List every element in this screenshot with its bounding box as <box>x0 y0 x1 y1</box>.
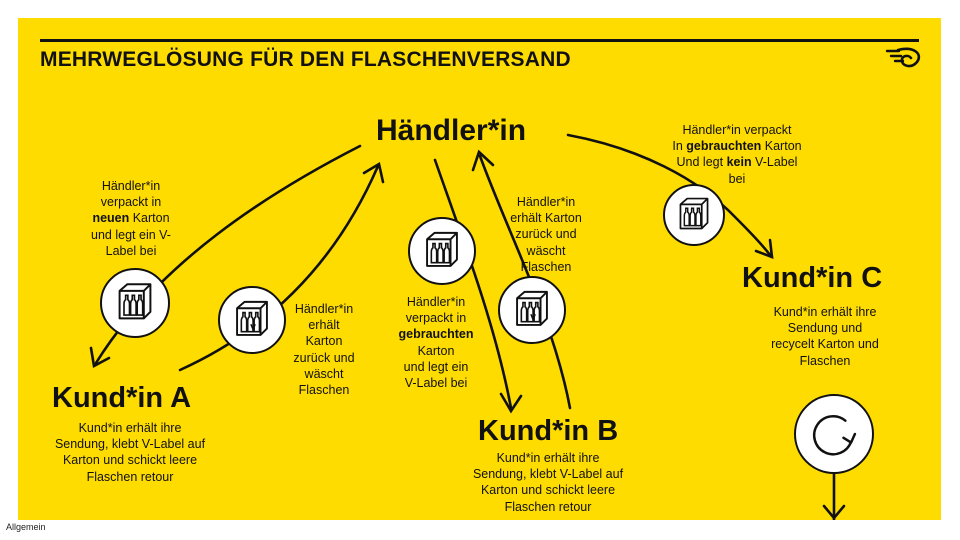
text-line: Händler*in <box>406 295 466 309</box>
text-line: Sendung, klebt V-Label auf <box>472 467 624 482</box>
bottle-box-icon <box>663 184 725 246</box>
text-line: Flaschen retour <box>504 499 592 514</box>
text-line: Kund*in erhält ihre <box>496 451 600 465</box>
footer-label: Allgemein <box>6 522 46 532</box>
text-line: Flaschen <box>799 353 851 368</box>
page-title: MEHRWEGLÖSUNG FÜR DEN FLASCHENVERSAND <box>40 48 571 71</box>
arrowhead-kunde-b <box>499 392 523 414</box>
node-kunde-b: Kund*in B <box>478 415 619 447</box>
bottle-box-v-label-icon <box>218 286 286 354</box>
text-line: Karton <box>305 334 343 349</box>
text-line: Kund*in erhält ihre <box>773 305 877 319</box>
slide: MEHRWEGLÖSUNG FÜR DEN FLASCHENVERSAND Hä… <box>18 18 941 520</box>
text-line: zurück und <box>293 350 355 365</box>
arrowhead-kunde-a <box>89 346 111 368</box>
recycle-icon <box>794 394 874 474</box>
text-line: Flaschen <box>520 259 572 274</box>
arrowhead-kunde-c <box>754 238 774 259</box>
text-line: Händler*in verpackt <box>682 123 792 137</box>
text-line: gebrauchten <box>398 327 474 342</box>
text-line: verpackt in <box>100 195 162 210</box>
text-line: Flaschen retour <box>86 469 174 484</box>
bottle-box-v-label-icon <box>498 276 566 344</box>
text-line: Sendung, klebt V-Label auf <box>54 437 206 452</box>
bottle-box-icon <box>100 268 170 338</box>
node-kunde-a: Kund*in A <box>52 382 192 414</box>
text-line: Händler*in <box>294 302 354 316</box>
text-line: Kund*in erhält ihre <box>78 421 182 435</box>
text-line: zurück und <box>515 227 577 242</box>
arrowhead-haendler-a <box>362 161 385 184</box>
text-line: und legt ein V- <box>91 227 171 242</box>
text-line: erhält <box>308 318 340 333</box>
text-line: Händler*in <box>101 179 161 193</box>
text-line: recycelt Karton und <box>771 337 879 352</box>
arrow-haendler-to-kunde-b <box>433 158 513 410</box>
text-line: wäscht <box>304 366 344 381</box>
text-line: In gebrauchten Karton <box>672 139 802 154</box>
arrowhead-recycle-down <box>822 504 846 520</box>
text-line: V-Label bei <box>404 376 468 391</box>
text-line: und legt ein <box>403 359 469 374</box>
title-rule <box>40 39 919 42</box>
post-horn-logo <box>884 46 924 72</box>
text-line: Karton <box>417 343 455 358</box>
node-kunde-c: Kund*in C <box>742 262 883 294</box>
text-line: Händler*in <box>516 195 576 209</box>
text-line: Karton und schickt leere <box>480 483 616 498</box>
note-c-out: Händler*in verpackt In gebrauchten Karton… <box>672 122 802 187</box>
node-haendler: Händler*in <box>376 114 527 147</box>
text-line: wäscht <box>526 243 566 258</box>
text-line: bei <box>728 171 746 186</box>
text-line: Karton und schickt leere <box>62 453 198 468</box>
text-line: erhält Karton <box>510 211 582 226</box>
text-line: Sendung und <box>787 321 863 336</box>
text-line: Und legt kein V-Label <box>676 155 798 170</box>
text-line: verpackt in <box>405 311 467 326</box>
text-line: Flaschen <box>298 383 350 398</box>
text-line: Label bei <box>105 243 157 258</box>
bottle-box-icon <box>408 217 476 285</box>
text-line: neuen Karton <box>92 211 170 226</box>
arrow-kunde-a-to-haendler <box>178 164 380 372</box>
arrowhead-haendler-b <box>471 149 495 172</box>
